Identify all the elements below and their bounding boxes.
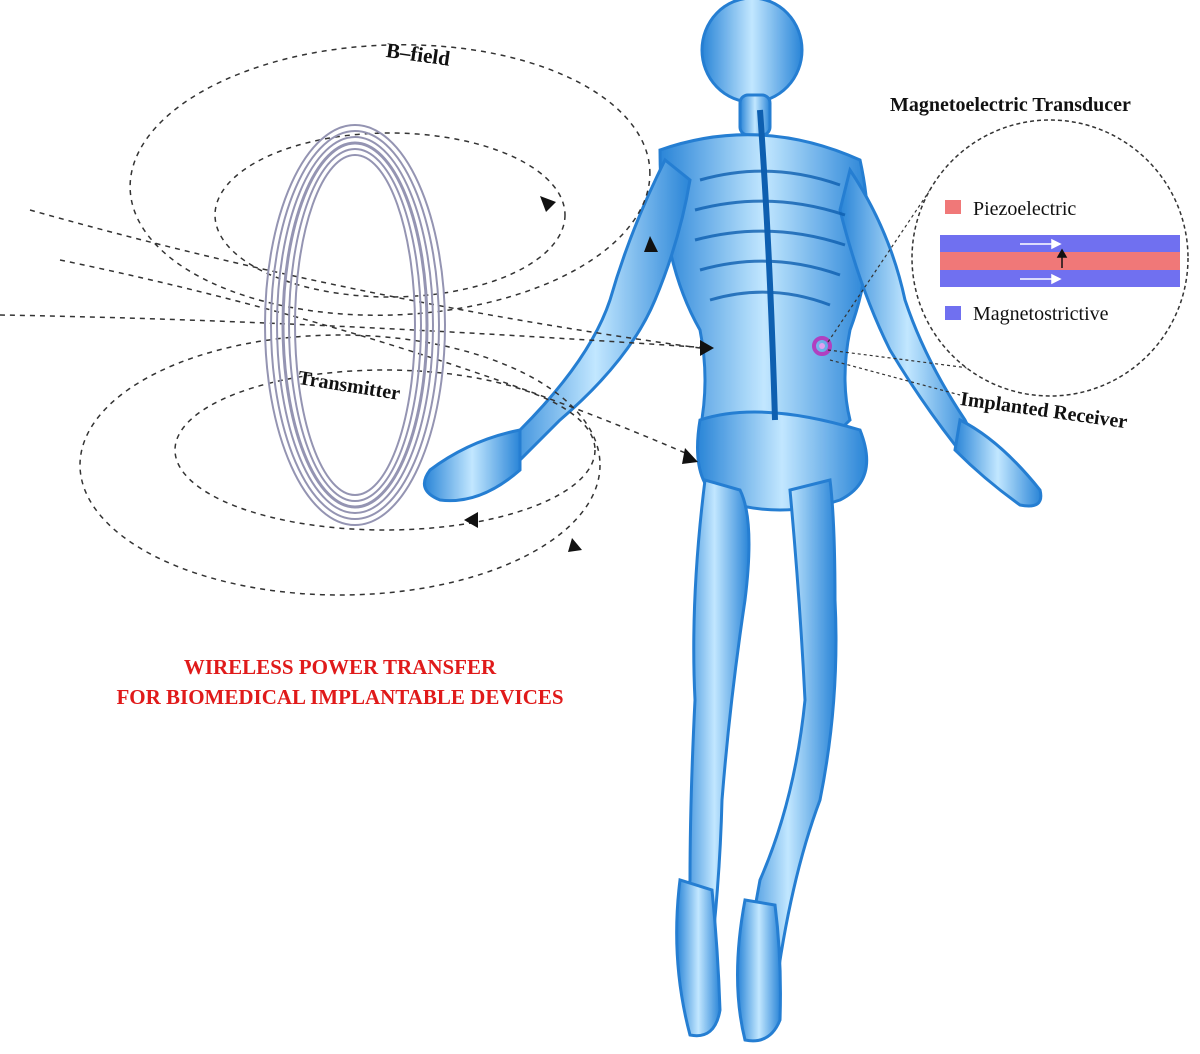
implanted-receiver-icon [812, 336, 832, 356]
rib-cage-icon [694, 169, 846, 307]
field-arrowheads [464, 196, 714, 552]
spine-icon [757, 109, 778, 421]
human-skeleton-icon [422, 0, 1043, 1043]
title-line-2: FOR BIOMEDICAL IMPLANTABLE DEVICES [116, 685, 564, 709]
transducer-zoom-circle [911, 119, 1189, 397]
piezoelectric-swatch [945, 200, 961, 214]
piezoelectric-label: Piezoelectric [973, 198, 1077, 220]
b-field-lines [0, 44, 711, 596]
transmitter-coil-icon [264, 124, 446, 526]
diagram-title: WIRELESS POWER TRANSFER FOR BIOMEDICAL I… [60, 652, 620, 712]
transducer-label: Magnetoelectric Transducer [890, 94, 1131, 116]
magnetostrictive-label: Magnetostrictive [973, 303, 1109, 325]
title-line-1: WIRELESS POWER TRANSFER [183, 655, 497, 679]
magnetostrictive-swatch [945, 306, 961, 320]
